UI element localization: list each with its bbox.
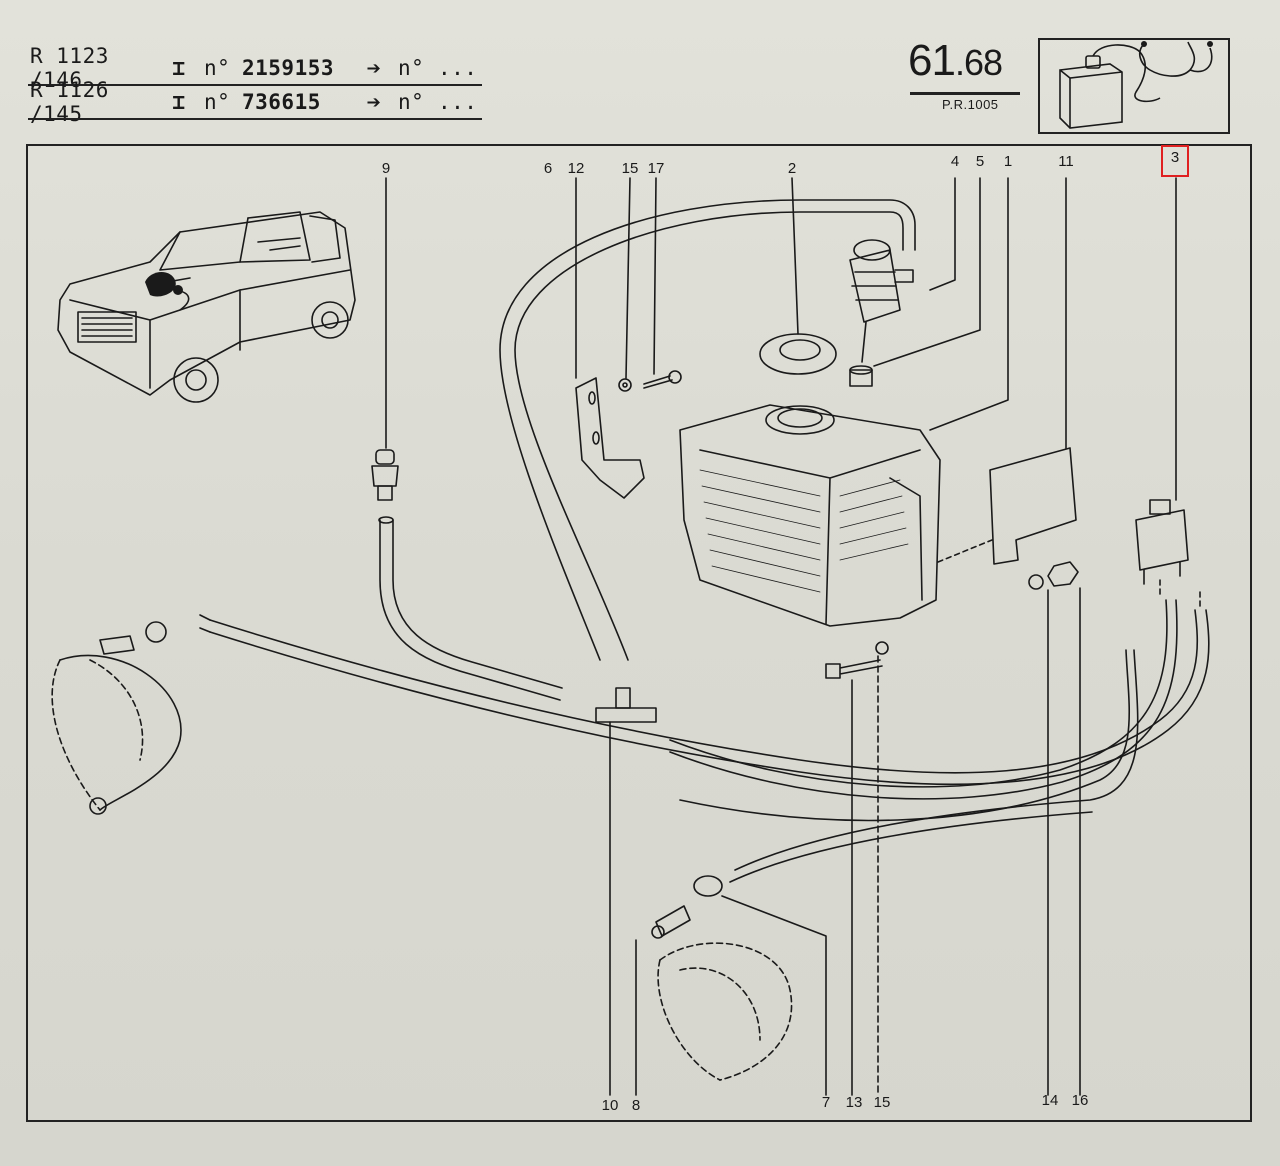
part-3-valve	[1135, 177, 1201, 609]
callout-3: 3	[1170, 149, 1180, 166]
pr-code: P.R.1005	[942, 97, 999, 112]
callout-3-highlight	[1161, 145, 1189, 177]
part-15-washer	[618, 177, 632, 392]
callout-15: 15	[621, 160, 639, 177]
part-4-pump	[849, 177, 956, 363]
part-7-grommet	[693, 875, 827, 1096]
ellipsis: ...	[438, 56, 478, 80]
page-number-main: 61	[908, 36, 956, 85]
number-label: n°	[398, 56, 425, 80]
page-number-underline	[910, 92, 1020, 95]
callout-2: 2	[787, 160, 797, 177]
part-11-bracket	[937, 177, 1077, 565]
callout-4: 4	[950, 153, 960, 170]
ellipsis: ...	[438, 90, 478, 114]
model-code: R 1123 /146	[30, 44, 109, 92]
exploded-view-frame	[26, 144, 1252, 1122]
part-9-nozzle	[371, 177, 399, 501]
part-16-nut	[1047, 561, 1081, 1096]
part-8-nozzle	[635, 905, 691, 1096]
callout-11: 11	[1058, 153, 1074, 170]
number-label: n°	[398, 90, 425, 114]
applicability-row-1: R 1123 /146 ⌶ n° 2159153 ➔ n° ...	[30, 44, 478, 92]
callout-8: 8	[631, 1097, 641, 1114]
divider	[28, 84, 482, 86]
callout-16: 16	[1071, 1092, 1089, 1109]
part-13-bolt	[825, 659, 883, 1096]
arrow-right-icon: ➔	[366, 88, 382, 116]
callout-15-lower: 15	[873, 1094, 891, 1111]
callout-6: 6	[543, 160, 553, 177]
number-label: n°	[204, 56, 231, 80]
reservoir-ribs	[699, 469, 909, 593]
part-14-washer	[1028, 574, 1049, 1096]
callout-5: 5	[975, 153, 985, 170]
part-5-grommet	[849, 177, 981, 387]
renault-4-car-illustration	[57, 211, 356, 403]
serial-number: 2159153	[242, 56, 335, 80]
left-nozzle-assembly	[51, 621, 182, 815]
number-label: n°	[204, 90, 231, 114]
chassis-symbol-icon: ⌶	[172, 56, 186, 80]
arrow-right-icon: ➔	[366, 54, 382, 82]
part-2-cap	[759, 177, 837, 375]
callout-7: 7	[821, 1094, 831, 1111]
callout-1: 1	[1003, 153, 1013, 170]
part-10-t-connector	[595, 687, 657, 1096]
model-code: R 1126 /145	[30, 78, 109, 126]
part-1-reservoir	[679, 177, 1009, 627]
callout-12: 12	[567, 160, 585, 177]
washer-reservoir-icon	[1038, 38, 1230, 134]
chassis-symbol-icon: ⌶	[172, 90, 186, 114]
serial-number: 736615	[242, 90, 321, 114]
callout-10: 10	[601, 1097, 619, 1114]
part-12-bracket	[575, 177, 645, 499]
page-number-sub: .68	[954, 42, 1003, 83]
part-15-lower-washer	[875, 641, 889, 1096]
car-highlighted-washer-icon	[145, 271, 183, 297]
callout-13: 13	[845, 1094, 863, 1111]
lower-headlight	[657, 942, 793, 1081]
part-17-screw	[643, 177, 682, 389]
callout-17: 17	[647, 160, 665, 177]
washer-reservoir-icon-graphic	[1059, 41, 1213, 129]
callout-14: 14	[1041, 1092, 1059, 1109]
applicability-row-2: R 1126 /145 ⌶ n° 736615 ➔ n° ...	[30, 78, 478, 126]
callout-9: 9	[381, 160, 391, 177]
divider	[28, 118, 482, 120]
page-number: 61.68	[908, 36, 1003, 86]
